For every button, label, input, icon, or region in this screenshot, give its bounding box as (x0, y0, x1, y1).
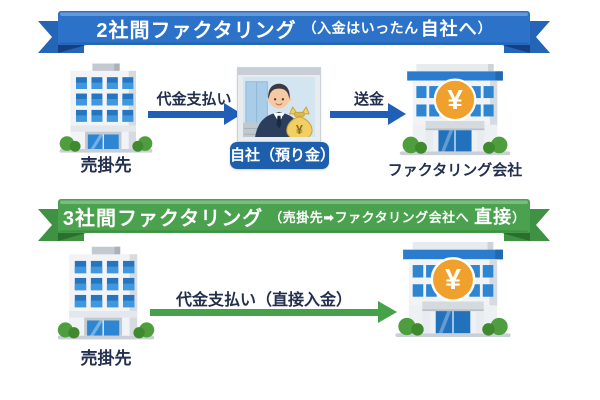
three-party-banner-title: 3社間ファクタリング (62, 207, 264, 230)
three-party-banner-text: 3社間ファクタリング（売掛先➡ファクタリング会社へ直接） (58, 199, 530, 233)
seller-building-icon (59, 63, 153, 153)
bush-icon (57, 322, 155, 339)
yen-circle-icon: ¥ (430, 257, 476, 302)
remit-arrow (330, 100, 406, 128)
frame-top-bar (238, 68, 320, 75)
factoring-company-label: ファクタリング会社 (387, 162, 523, 179)
own-company-badge: 自社（預り金） (230, 142, 335, 169)
money-bag-yen-symbol: ¥ (296, 123, 303, 137)
seller-label-bottom: 売掛先 (80, 349, 132, 368)
building-windows (76, 77, 134, 122)
seller-building-icon (57, 246, 155, 340)
two-party-ribbon-banner (38, 11, 550, 53)
businessman-with-money-bag-icon: ¥ (243, 77, 315, 137)
three-party-banner-emph: 直接 (474, 207, 513, 227)
factoring-company-building-icon: ¥ (395, 242, 511, 338)
ribbon-band (58, 199, 530, 233)
two-party-banner-emph: 自社へ (420, 19, 478, 39)
seller-label-top: 売掛先 (80, 156, 132, 175)
yen-circle-icon: ¥ (433, 78, 477, 122)
ribbon-band (58, 11, 530, 45)
two-party-banner-text: 2社間ファクタリング（入金はいったん自社へ） (58, 11, 530, 45)
bush-icon (398, 317, 508, 336)
factoring-company-building-icon: ¥ (399, 64, 511, 156)
ribbon-fold-left (58, 233, 86, 241)
bush-icon (402, 136, 508, 154)
ribbon-fold-right (502, 45, 530, 53)
own-company-photo-frame: ¥ (237, 67, 321, 142)
payment-arrow-label: 代金支払い (156, 91, 232, 108)
direct-payment-arrow (150, 298, 398, 326)
building-windows (74, 260, 135, 308)
bank-windows (412, 265, 494, 297)
yen-symbol: ¥ (445, 264, 461, 296)
remit-arrow-label: 送金 (353, 91, 384, 108)
direct-payment-arrow-label: 代金支払い（直接入金） (175, 292, 352, 309)
money-bag-icon: ¥ (286, 106, 313, 137)
bush-icon (59, 136, 153, 152)
ribbon-fold-right (502, 233, 530, 241)
two-party-banner-title: 2社間ファクタリング (96, 19, 297, 42)
bank-windows (416, 86, 494, 117)
two-party-banner-sub: （入金はいったん (302, 20, 419, 36)
ribbon-fold-left (58, 45, 86, 53)
three-party-ribbon-banner (38, 199, 550, 241)
three-party-banner-sub: （売掛先➡ファクタリング会社へ (269, 209, 470, 225)
yen-symbol: ¥ (447, 84, 463, 115)
payment-arrow (148, 100, 242, 128)
